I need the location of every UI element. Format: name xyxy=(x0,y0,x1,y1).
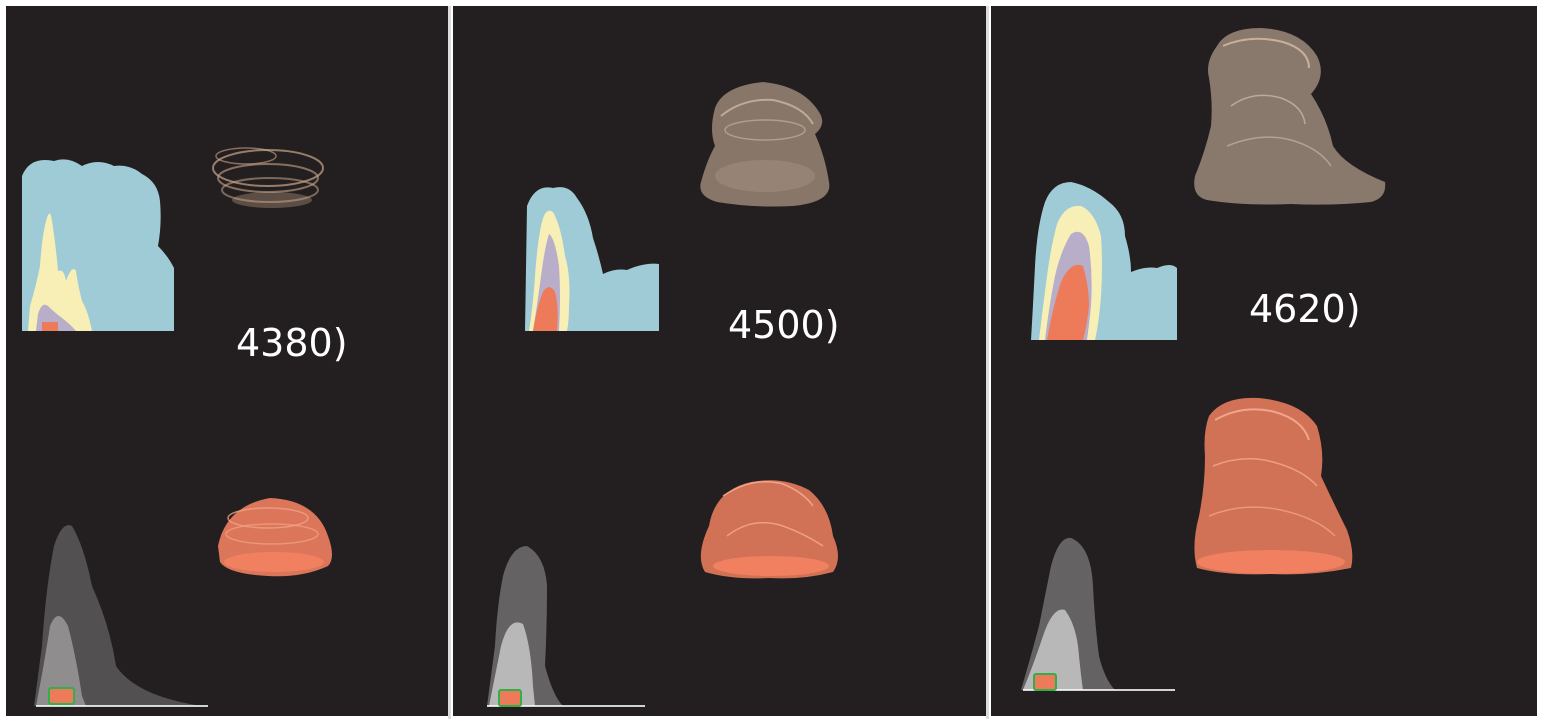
panel-divider xyxy=(986,6,989,719)
scatter-plot xyxy=(1021,537,1175,691)
volume-render-tan xyxy=(1194,28,1386,205)
scatter-core xyxy=(1023,609,1083,690)
selection-box xyxy=(48,687,75,705)
histogram-red-region xyxy=(1047,264,1089,340)
scatter-core xyxy=(489,622,535,706)
panel-4500-graphics xyxy=(487,82,838,707)
timestep-label: 4500) xyxy=(728,303,840,347)
volume-render-orange xyxy=(700,480,838,579)
volume-render-orange xyxy=(1194,397,1353,575)
histogram-plot xyxy=(22,159,174,331)
histogram-red-region xyxy=(42,322,58,331)
scatter-plot xyxy=(34,525,208,707)
selection-box xyxy=(498,689,522,707)
panel-4620: 4620) xyxy=(991,6,1537,716)
volume-render-orange xyxy=(218,498,332,577)
panel-4380: 4380) xyxy=(6,6,450,716)
panel-4500: 4500) xyxy=(453,6,986,716)
selection-box xyxy=(1033,673,1057,691)
histogram-plot xyxy=(1031,182,1177,340)
timestep-label: 4380) xyxy=(236,321,348,365)
scatter-core xyxy=(36,616,86,706)
histogram-yellow-region xyxy=(28,213,92,331)
scatter-cloud xyxy=(34,525,202,706)
timestep-label: 4620) xyxy=(1249,287,1361,331)
volume-render-tan xyxy=(212,147,324,208)
panel-4380-graphics xyxy=(22,147,332,707)
scatter-plot xyxy=(487,546,645,707)
panel-divider xyxy=(448,6,451,719)
histogram-plot xyxy=(525,187,659,331)
volume-render-tan xyxy=(700,82,830,207)
panel-4620-graphics xyxy=(1021,28,1386,691)
histogram-red-region xyxy=(533,287,558,331)
